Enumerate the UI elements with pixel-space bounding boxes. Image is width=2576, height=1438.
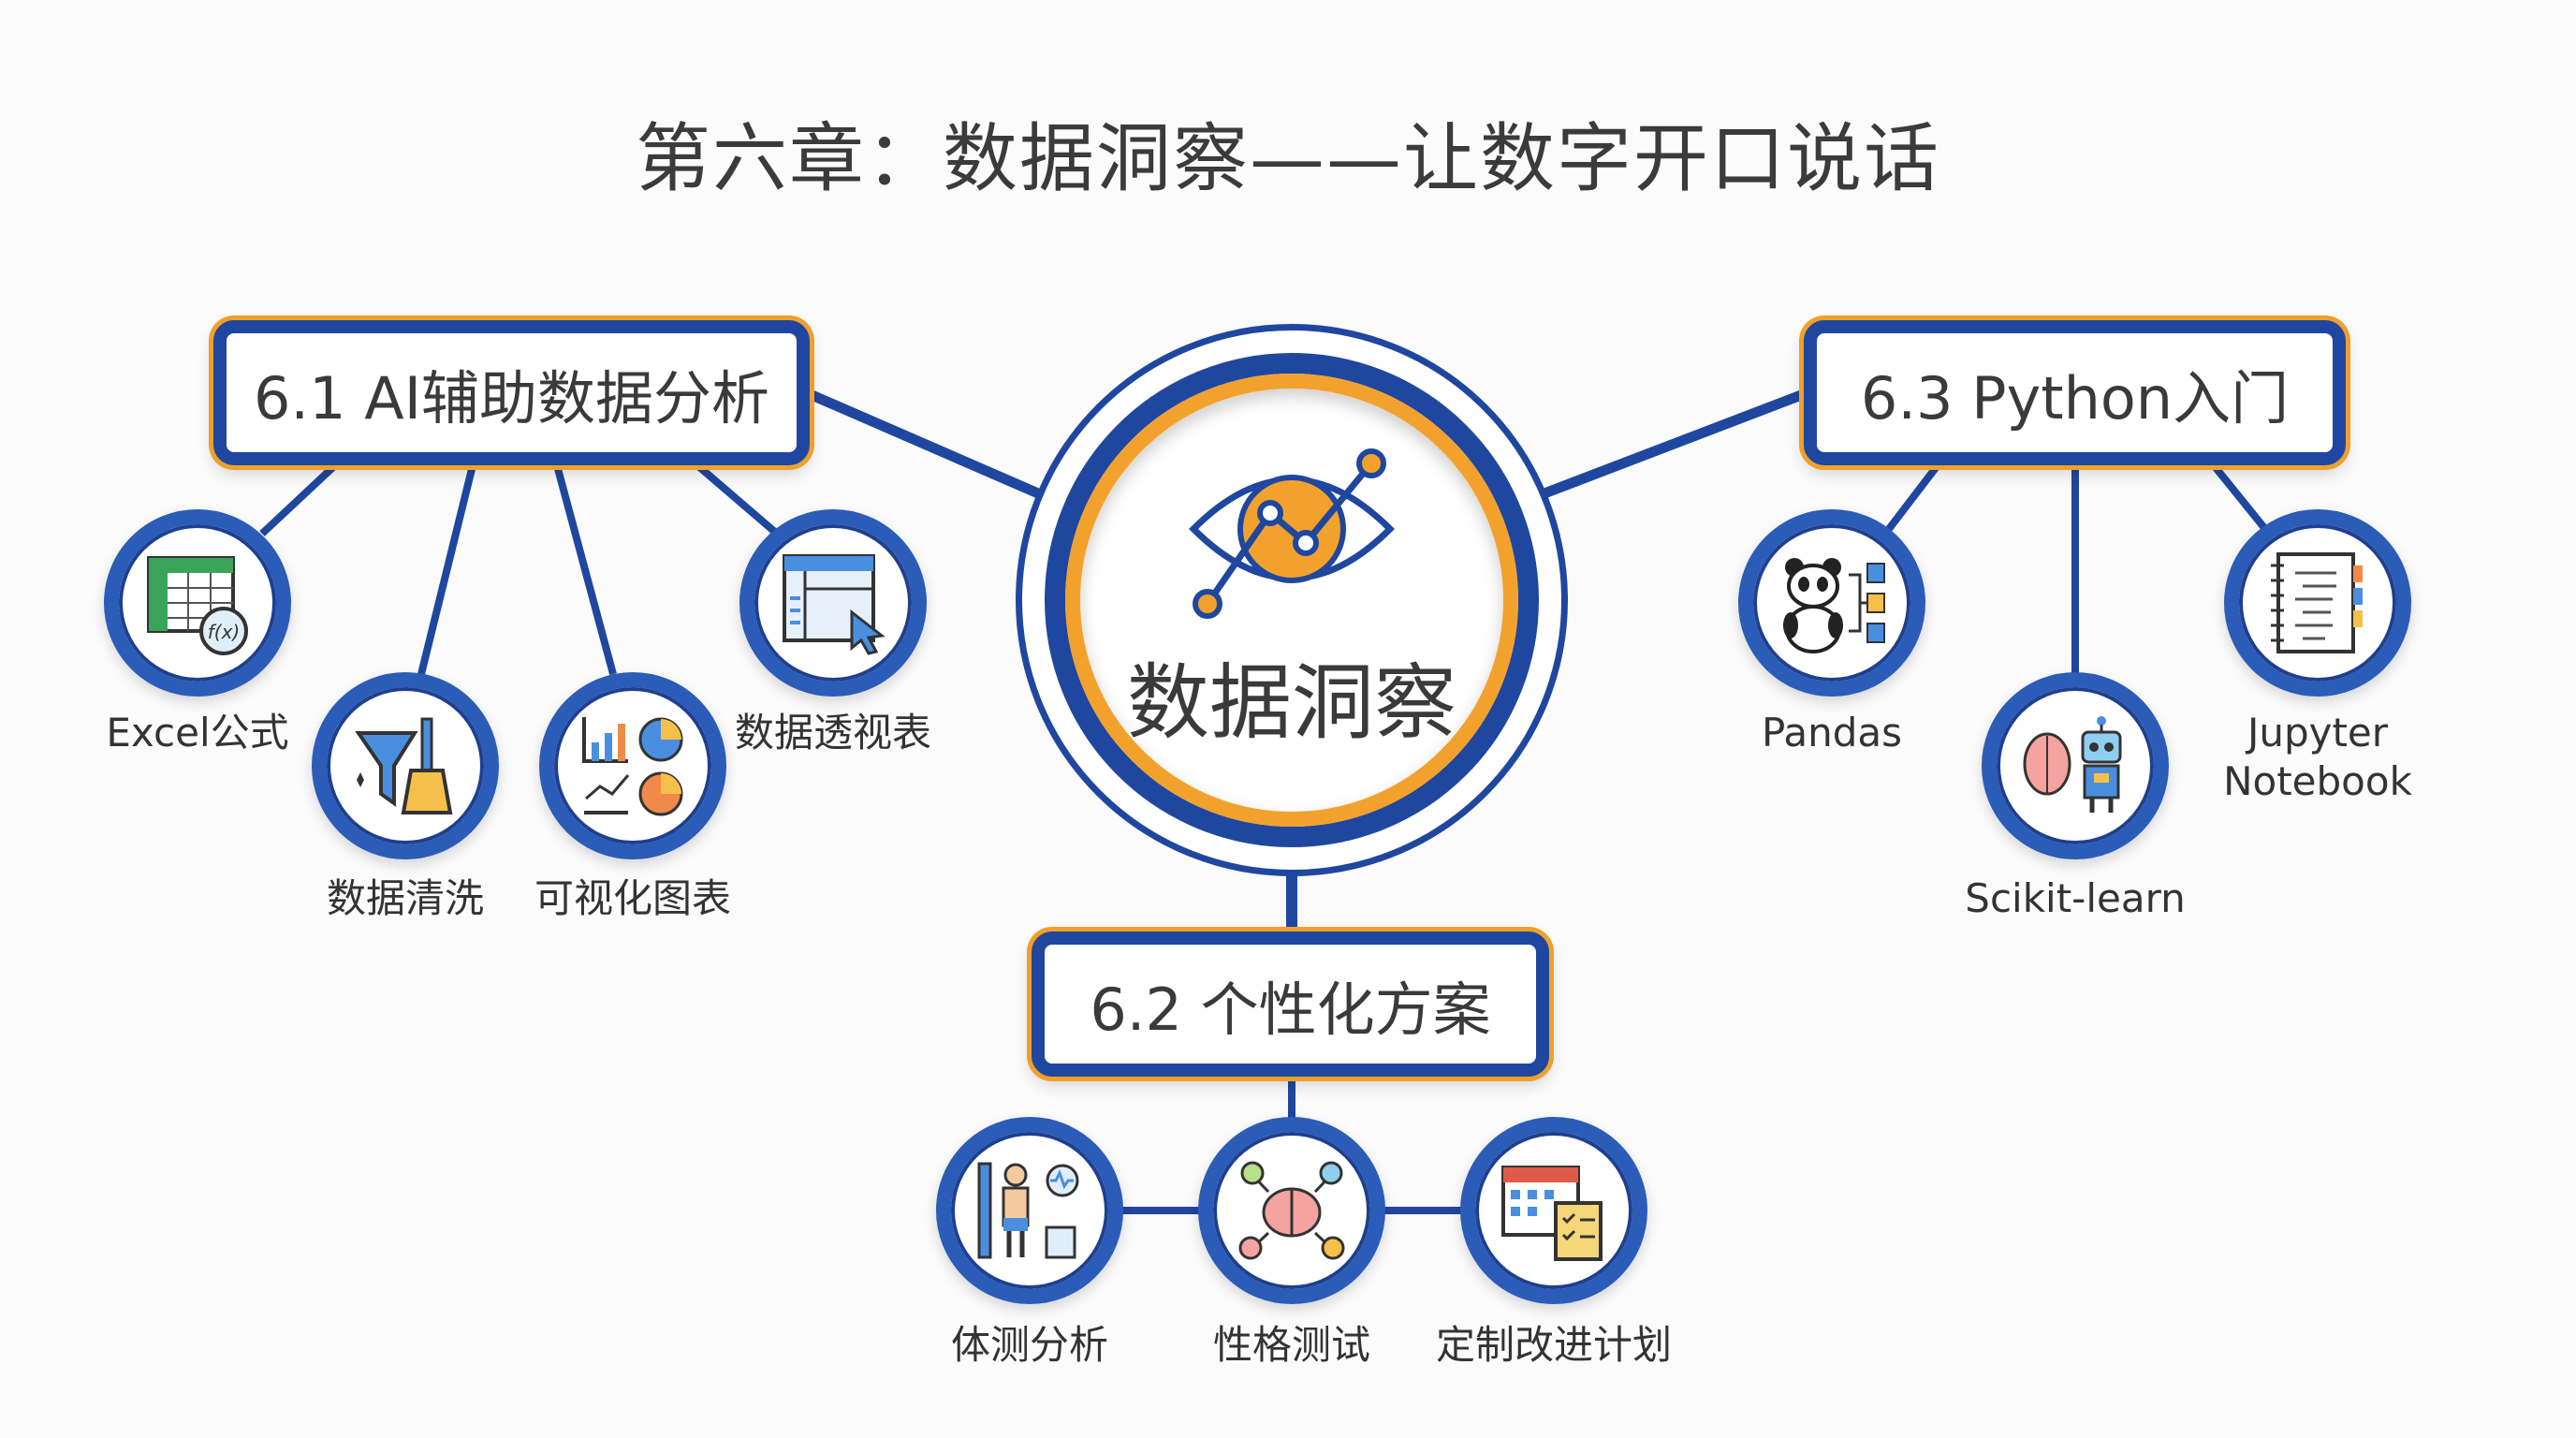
- section-6-1-box[interactable]: 6.1 AI辅助数据分析: [213, 320, 810, 465]
- node-personality-test[interactable]: [1198, 1117, 1385, 1304]
- section-title: 6.1 AI辅助数据分析: [253, 363, 769, 433]
- node-pivot-table[interactable]: [739, 509, 927, 697]
- node-excel-formula[interactable]: f(x): [104, 509, 291, 697]
- node-jupyter-notebook[interactable]: [2224, 509, 2411, 697]
- page-title: 第六章：数据洞察——让数字开口说话: [636, 115, 1940, 202]
- connector: [259, 462, 338, 536]
- svg-text:f(x): f(x): [208, 621, 240, 643]
- node-label-line: Notebook: [2223, 758, 2412, 804]
- panda-icon: [1783, 558, 1885, 653]
- eye-chart-icon: [1189, 448, 1395, 619]
- node-label: Pandas: [1761, 710, 1903, 756]
- connector: [1543, 389, 1806, 499]
- connector: [2210, 462, 2269, 532]
- funnel-brush-icon: [355, 717, 453, 814]
- brain-robot-icon: [2023, 716, 2122, 813]
- connector: [417, 464, 476, 675]
- node-pandas[interactable]: [1738, 509, 1925, 697]
- center-label: 数据洞察: [1126, 654, 1457, 751]
- node-label: 性格测试: [1212, 1322, 1371, 1368]
- node-visual-charts[interactable]: [539, 672, 726, 859]
- charts-icon: [582, 717, 683, 816]
- node-label: 定制改进计划: [1435, 1322, 1673, 1368]
- node-label: 数据透视表: [734, 710, 932, 756]
- connector: [807, 389, 1041, 499]
- node-label-line: Jupyter: [2247, 710, 2389, 756]
- connector: [553, 463, 617, 676]
- section-6-3-box[interactable]: 6.3 Python入门: [1804, 320, 2346, 465]
- notebook-icon: [2271, 552, 2363, 653]
- node-data-cleaning[interactable]: [312, 672, 499, 859]
- connector: [1885, 462, 1941, 532]
- node-scikit-learn[interactable]: [1982, 672, 2169, 859]
- body-measure-icon: [977, 1162, 1079, 1259]
- node-label: 体测分析: [950, 1322, 1109, 1368]
- section-title: 6.2 个性化方案: [1090, 975, 1491, 1044]
- spreadsheet-formula-icon: f(x): [147, 556, 248, 655]
- section-6-2-box[interactable]: 6.2 个性化方案: [1032, 932, 1549, 1077]
- node-label: Scikit-learn: [1965, 875, 2186, 921]
- brain-network-icon: [1238, 1161, 1345, 1260]
- node-body-test[interactable]: [936, 1117, 1123, 1304]
- node-label: 数据清洗: [326, 875, 485, 921]
- pivot-table-icon: [783, 554, 886, 655]
- node-label: 可视化图表: [534, 875, 732, 921]
- node-label: Excel公式: [106, 710, 289, 756]
- node-custom-plan[interactable]: [1460, 1117, 1647, 1304]
- section-title: 6.3 Python入门: [1860, 363, 2290, 433]
- connector: [695, 462, 780, 537]
- calendar-checklist-icon: [1501, 1166, 1603, 1261]
